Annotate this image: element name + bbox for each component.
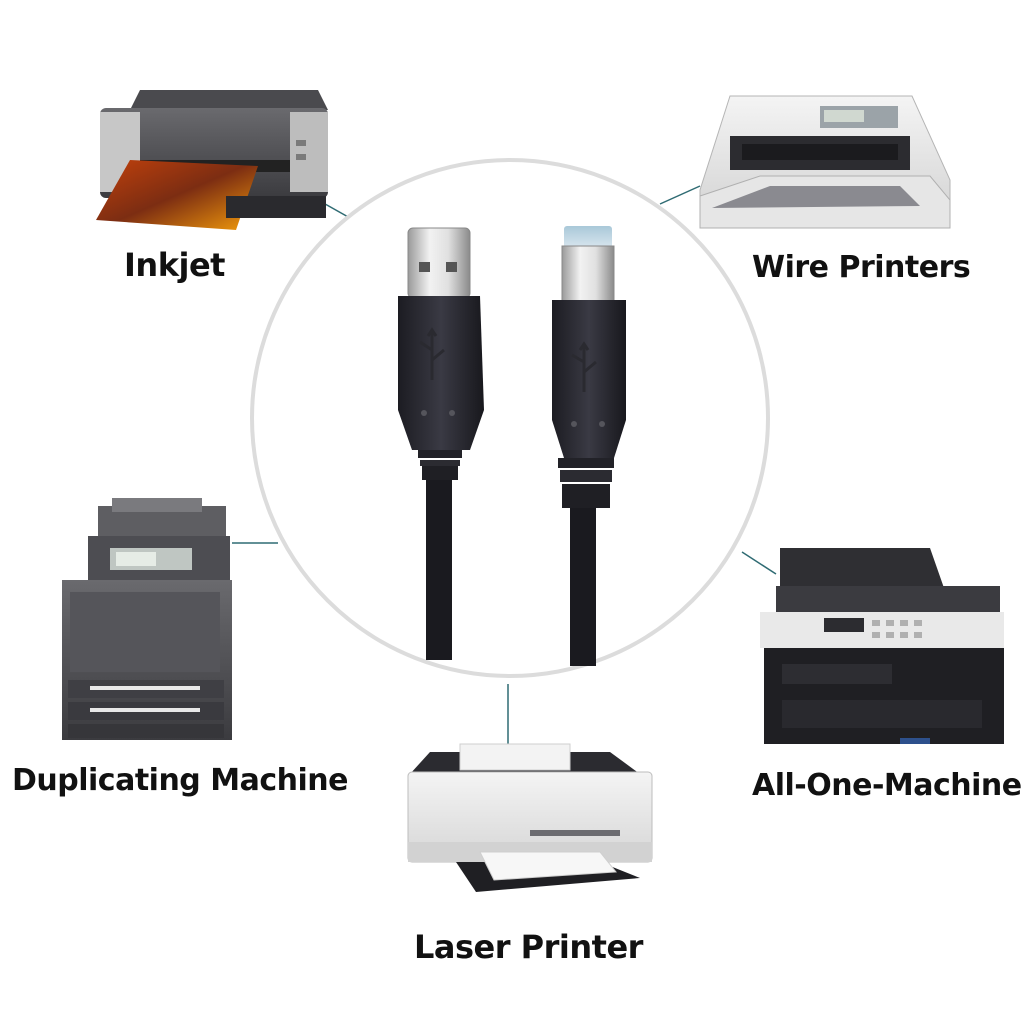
center-ring [250,158,770,678]
usb-a-connector-icon [398,227,484,660]
label-inkjet: Inkjet [124,246,225,284]
label-duplicating-machine: Duplicating Machine [12,763,348,798]
usb-b-connector-icon [552,226,626,666]
all-one-machine-icon [760,548,1004,744]
duplicating-machine-icon [62,498,232,740]
label-all-one-machine: All-One-Machine [752,768,1022,803]
connector-line-allone [741,551,777,575]
connector-line-wire [659,185,701,205]
connector-lines [232,185,777,744]
label-wire-printers: Wire Printers [752,250,971,285]
laser-printer-icon [407,743,653,892]
wire-printer-icon [699,95,951,229]
label-laser-printer: Laser Printer [414,928,643,966]
inkjet-printer-icon [96,90,328,230]
